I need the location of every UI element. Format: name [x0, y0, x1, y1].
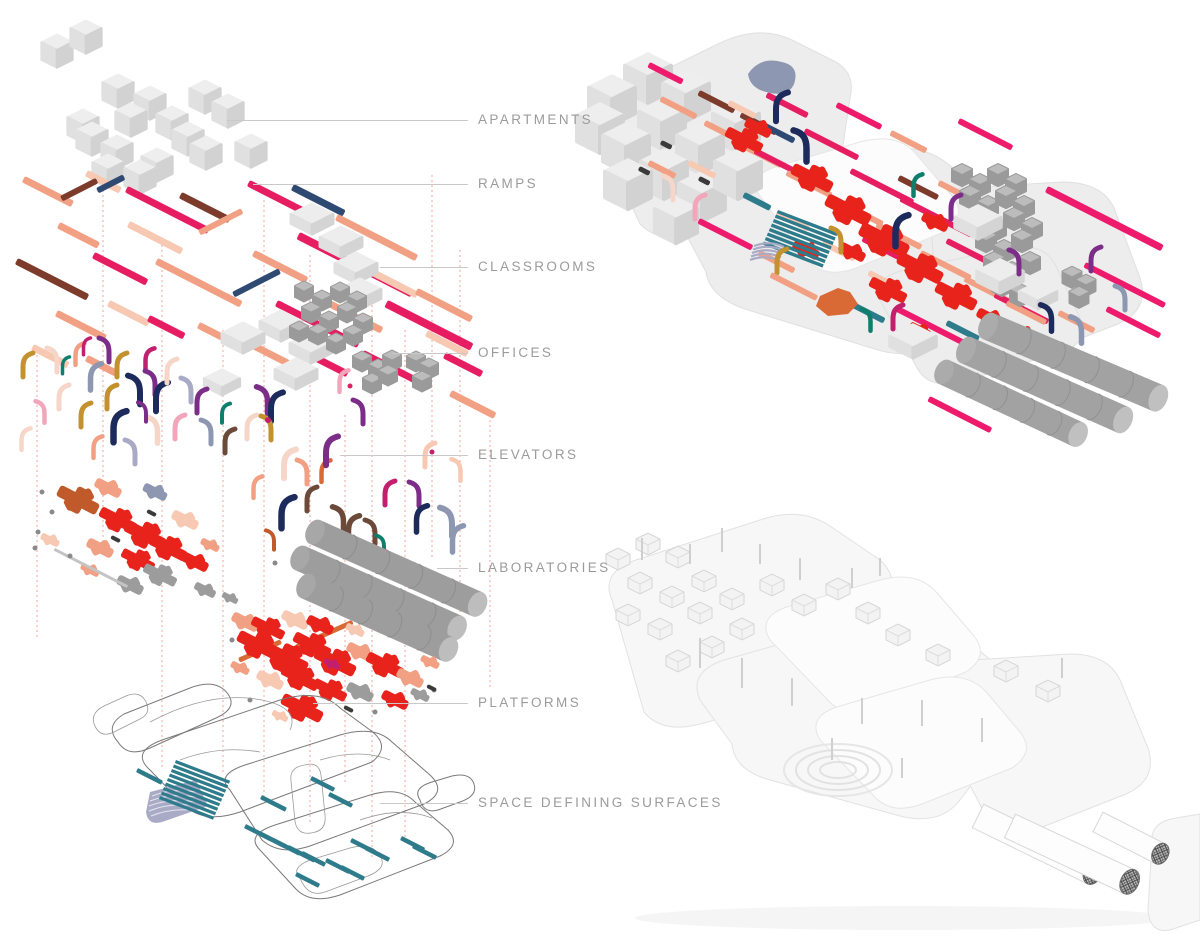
colored-orange-ramp — [816, 288, 858, 316]
leader-line-space-defining-surfaces — [380, 803, 468, 804]
legend-label-space-defining-surfaces: SPACE DEFINING SURFACES — [478, 795, 723, 810]
legend-label-elevators: ELEVATORS — [478, 447, 579, 462]
layer-laboratories — [290, 519, 488, 662]
legend-label-classrooms: CLASSROOMS — [478, 259, 598, 274]
leader-line-classrooms — [380, 267, 468, 268]
leader-line-apartments — [227, 120, 468, 121]
assembled-colored-view — [577, 32, 1169, 447]
legend-label-laboratories: LABORATORIES — [478, 560, 611, 575]
colored-lab-cylinders — [934, 312, 1169, 447]
layer-platforms — [32, 477, 441, 724]
layer-apartments — [40, 19, 268, 195]
leader-line-ramps — [253, 184, 468, 185]
colored-platforms — [638, 60, 1037, 345]
layer-ramps — [15, 170, 496, 419]
legend-label-offices: OFFICES — [478, 345, 554, 360]
legend-label-ramps: RAMPS — [478, 176, 539, 191]
legend-label-apartments: APARTMENTS — [478, 112, 594, 127]
assembled-white-view — [605, 513, 1200, 932]
leader-line-platforms — [313, 703, 468, 704]
leader-line-laboratories — [437, 568, 468, 569]
layer-space-defining-surfaces — [92, 683, 476, 900]
leader-line-elevators — [340, 455, 468, 456]
colored-auditorium — [749, 210, 838, 268]
legend-label-platforms: PLATFORMS — [478, 695, 582, 710]
leader-line-offices — [392, 353, 468, 354]
layer-elevators — [22, 338, 464, 555]
white-columns — [641, 528, 1063, 778]
white-lab-cylinders — [971, 803, 1170, 895]
